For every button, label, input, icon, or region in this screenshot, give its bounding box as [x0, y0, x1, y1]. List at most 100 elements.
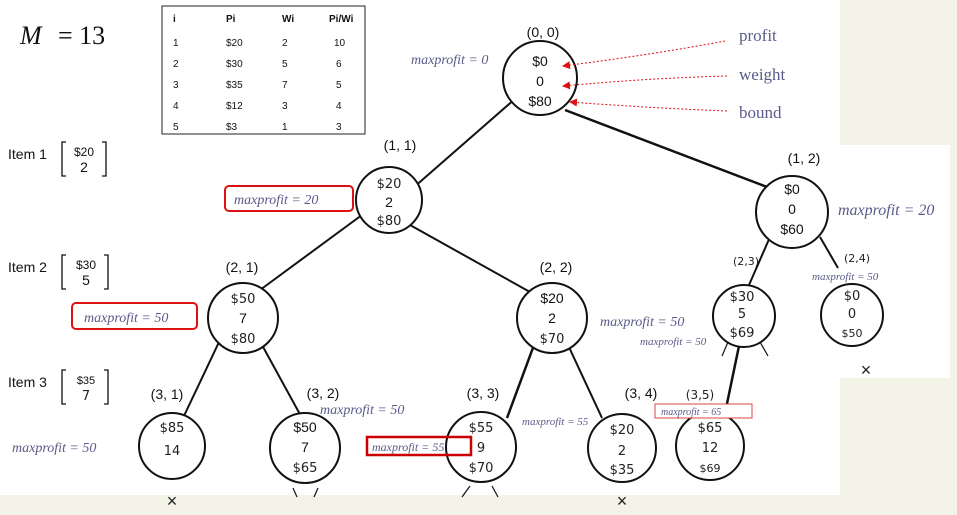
svg-text:Item 1: Item 1 — [8, 146, 47, 162]
table-cell: 7 — [282, 80, 288, 91]
svg-text:2: 2 — [548, 310, 556, 326]
maxprofit-n23-b: maxprofit = 50 — [640, 336, 707, 348]
items-table: i Pi Wi Pi/Wi 1 $20 2 10 2 $30 5 6 3 $35… — [161, 5, 366, 135]
svg-text:(2, 1): (2, 1) — [226, 259, 259, 275]
maxprofit-n35: maxprofit = 65 — [661, 407, 721, 418]
node-1-2: (1, 2) $0 0 $60 — [755, 150, 829, 249]
table-cell: 1 — [282, 122, 288, 133]
svg-text:$20: $20 — [610, 423, 635, 438]
svg-text:5: 5 — [738, 307, 746, 322]
svg-text:Item 2: Item 2 — [8, 259, 47, 275]
svg-text:5: 5 — [82, 272, 90, 288]
svg-text:$30: $30 — [730, 290, 755, 305]
maxprofit-highlight-3 — [365, 435, 473, 457]
pruned-mark-n34: × — [617, 491, 628, 511]
table-cell: 5 — [173, 122, 179, 133]
svg-text:(2,3): (2,3) — [733, 255, 759, 268]
svg-text:0: 0 — [536, 73, 544, 89]
item-2-label: Item 2 $30 5 — [8, 254, 109, 290]
edge — [409, 224, 531, 293]
maxprofit-n33-b: maxprofit = 55 — [372, 440, 444, 454]
svg-text:(3, 3): (3, 3) — [467, 385, 500, 401]
table-header-wi: Wi — [282, 14, 294, 25]
edge — [182, 339, 221, 419]
svg-text:$70: $70 — [469, 461, 494, 476]
edge — [412, 97, 517, 189]
svg-text:$60: $60 — [780, 221, 804, 237]
maxprofit-highlight-1 — [224, 185, 354, 212]
svg-text:12: 12 — [702, 441, 719, 456]
svg-text:Item 3: Item 3 — [8, 374, 47, 390]
svg-text:14: 14 — [164, 444, 181, 459]
item-1-label: Item 1 $20 2 — [8, 141, 107, 177]
svg-text:$69: $69 — [700, 462, 721, 475]
svg-text:2: 2 — [385, 194, 393, 210]
weight-annotation: weight — [739, 65, 786, 84]
edge — [748, 236, 771, 286]
svg-text:(3, 2): (3, 2) — [307, 385, 340, 401]
edge — [261, 344, 303, 419]
node-2-3: (2,3) $30 5 $69 — [712, 255, 776, 348]
svg-text:(2,4): (2,4) — [844, 252, 870, 265]
node-1-1: (1, 1) $20 2 $80 — [355, 137, 423, 234]
svg-text:$50: $50 — [231, 292, 256, 307]
svg-text:9: 9 — [477, 441, 485, 456]
svg-text:$20: $20 — [377, 177, 402, 192]
maxprofit-n32: maxprofit = 50 — [320, 403, 404, 418]
svg-text:0: 0 — [848, 307, 856, 322]
table-cell: 10 — [334, 38, 346, 49]
svg-text:$80: $80 — [528, 93, 552, 109]
svg-text:$69: $69 — [730, 326, 755, 341]
table-cell: $12 — [226, 101, 243, 112]
capacity-symbol: M — [19, 21, 43, 50]
edge — [505, 344, 536, 419]
node-2-1: (2, 1) $50 7 $80 — [207, 259, 279, 354]
svg-text:0: 0 — [788, 201, 796, 217]
table-cell: 6 — [336, 59, 342, 70]
profit-annotation: profit — [739, 26, 777, 45]
svg-text:$85: $85 — [160, 421, 185, 436]
svg-text:7: 7 — [301, 439, 309, 455]
svg-text:$30: $30 — [76, 258, 96, 272]
svg-text:(3, 4): (3, 4) — [625, 385, 658, 401]
maxprofit-n24: maxprofit = 50 — [812, 271, 879, 283]
table-cell: $20 — [226, 38, 243, 49]
node-0-0: (0, 0) $0 0 $80 — [502, 24, 578, 116]
node-2-4: (2,4) $0 0 $50 — [820, 252, 884, 347]
svg-text:$50: $50 — [293, 419, 317, 435]
maxprofit-highlight-4 — [654, 403, 753, 419]
svg-text:$65: $65 — [293, 461, 318, 476]
table-cell: 5 — [336, 80, 342, 91]
svg-text:$0: $0 — [844, 289, 861, 304]
leaf-stubs — [292, 341, 769, 498]
svg-text:(1, 1): (1, 1) — [384, 137, 417, 153]
bound-annotation: bound — [739, 103, 782, 122]
table-header-piwi: Pi/Wi — [329, 14, 354, 25]
svg-text:(1, 2): (1, 2) — [788, 150, 821, 166]
maxprofit-highlight-2 — [71, 302, 198, 330]
maxprofit-n12: maxprofit = 20 — [838, 202, 934, 219]
table-cell: 1 — [173, 38, 179, 49]
table-cell: $3 — [226, 122, 238, 133]
maxprofit-n11: maxprofit = 20 — [234, 193, 318, 208]
svg-text:$50: $50 — [842, 327, 863, 340]
node-3-1: (3, 1) $85 14 — [138, 386, 206, 480]
edge — [567, 344, 603, 419]
table-header-i: i — [173, 14, 176, 25]
maxprofit-n33-a: maxprofit = 55 — [522, 416, 589, 428]
table-cell: 4 — [336, 101, 342, 112]
background-panel-bottom — [0, 495, 957, 515]
maxprofit-n31: maxprofit = 50 — [12, 441, 96, 456]
svg-text:(0, 0): (0, 0) — [527, 24, 560, 40]
svg-text:(3,5): (3,5) — [686, 388, 714, 402]
root-annotation-arrows — [562, 40, 728, 112]
table-cell: 2 — [282, 38, 288, 49]
svg-text:(2, 2): (2, 2) — [540, 259, 573, 275]
svg-text:$80: $80 — [231, 332, 256, 347]
svg-text:(3, 1): (3, 1) — [151, 386, 184, 402]
node-2-2: (2, 2) $20 2 $70 — [516, 259, 588, 354]
svg-text:$35: $35 — [77, 375, 95, 387]
svg-text:$80: $80 — [377, 214, 402, 229]
item-3-label: Item 3 $35 7 — [8, 369, 109, 405]
svg-text:2: 2 — [618, 444, 626, 459]
